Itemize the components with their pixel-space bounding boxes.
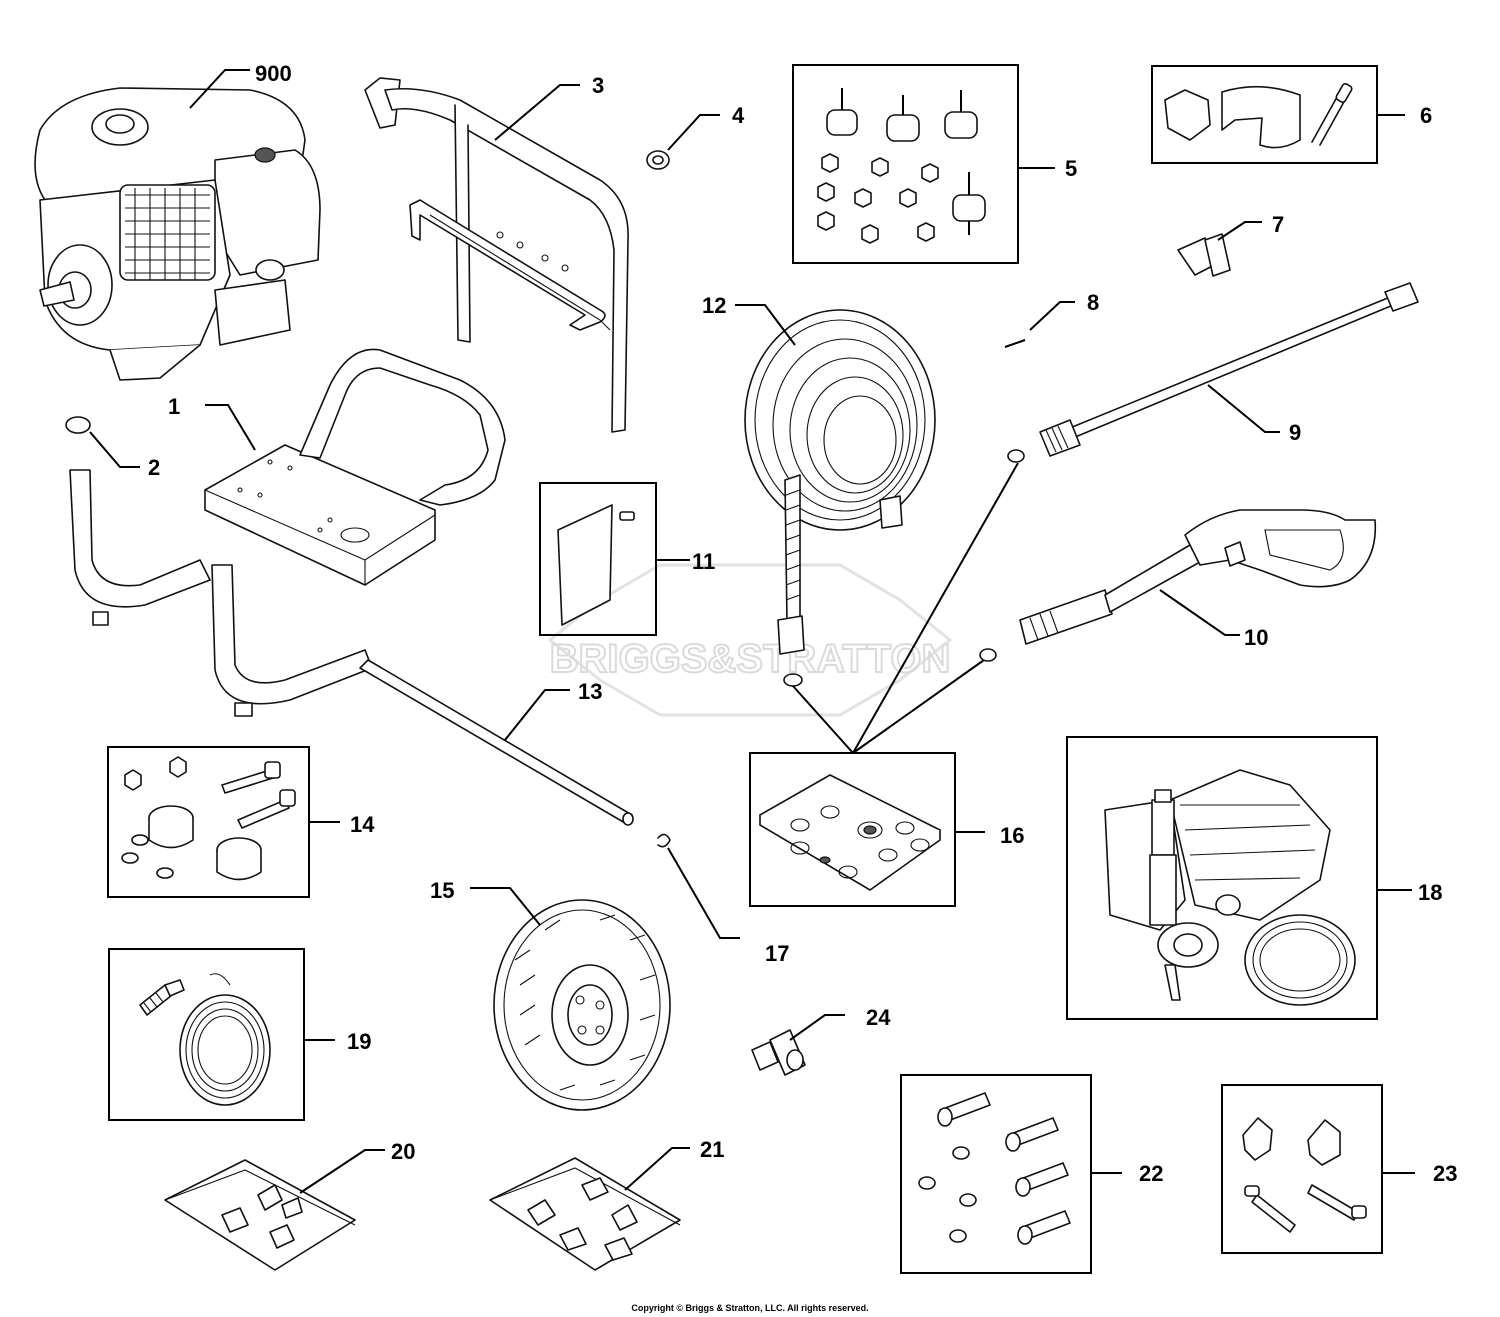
callout-5: 5 <box>1065 156 1077 181</box>
spray-gun-part-10[interactable] <box>979 509 1377 662</box>
grommet-part-4[interactable] <box>646 150 670 170</box>
callout-14: 14 <box>350 812 375 837</box>
decal-kit-part-11[interactable] <box>539 482 657 636</box>
callout-4: 4 <box>732 103 745 128</box>
copyright-notice: Copyright © Briggs & Stratton, LLC. All … <box>631 1303 868 1313</box>
quick-connect-part-24[interactable] <box>751 1029 806 1076</box>
seal-kit-leader-lines <box>792 462 1019 754</box>
callout-17: 17 <box>765 941 789 966</box>
clip-part-17[interactable] <box>657 833 671 848</box>
callout-labels: 900 1 2 3 4 5 6 7 8 9 10 11 12 13 14 15 … <box>148 61 1457 1186</box>
unloader-kit-part-19[interactable] <box>108 948 305 1121</box>
callout-2: 2 <box>148 455 160 480</box>
adapter-part-7[interactable] <box>1177 233 1231 277</box>
callout-10: 10 <box>1244 625 1268 650</box>
knob-kit-part-23[interactable] <box>1221 1084 1383 1254</box>
handle-part-3[interactable] <box>364 77 629 433</box>
callout-24: 24 <box>866 1005 891 1030</box>
seal-kit-part-16[interactable] <box>749 752 956 907</box>
hose-part-12[interactable] <box>744 309 936 687</box>
callout-16: 16 <box>1000 823 1024 848</box>
callout-900: 900 <box>255 61 292 86</box>
pump-part-18[interactable] <box>1066 736 1378 1020</box>
callout-1: 1 <box>168 394 180 419</box>
clamp-kit-part-6[interactable] <box>1151 65 1378 164</box>
cap-part-2[interactable] <box>65 416 91 434</box>
lance-part-9[interactable] <box>1007 282 1419 463</box>
pin-part-8[interactable] <box>1004 339 1026 348</box>
callout-23: 23 <box>1433 1161 1457 1186</box>
base-frame-part-1[interactable] <box>69 348 506 717</box>
callout-12: 12 <box>702 293 726 318</box>
callout-15: 15 <box>430 878 454 903</box>
nozzle-bag-part-21[interactable] <box>489 1157 681 1271</box>
callout-3: 3 <box>592 73 604 98</box>
callout-6: 6 <box>1420 103 1432 128</box>
hardware-kit-part-14[interactable] <box>107 746 310 898</box>
screw-kit-part-22[interactable] <box>900 1074 1092 1274</box>
callout-11: 11 <box>692 549 715 574</box>
callout-13: 13 <box>578 679 602 704</box>
callout-8: 8 <box>1087 290 1099 315</box>
watermark-text: BRIGGS&STRATTON <box>550 637 951 681</box>
callout-19: 19 <box>347 1029 371 1054</box>
isolator-kit-part-5[interactable] <box>792 64 1019 264</box>
brand-watermark: BRIGGS&STRATTON <box>547 563 953 717</box>
callout-9: 9 <box>1289 420 1301 445</box>
callout-22: 22 <box>1139 1161 1163 1186</box>
callout-21: 21 <box>700 1137 724 1162</box>
callout-20: 20 <box>391 1139 415 1164</box>
fitting-bag-part-20[interactable] <box>164 1159 356 1271</box>
engine-part-900[interactable] <box>34 87 321 381</box>
callout-7: 7 <box>1272 212 1284 237</box>
callout-18: 18 <box>1418 880 1442 905</box>
wheel-part-15[interactable] <box>493 899 671 1111</box>
axle-part-13[interactable] <box>359 659 634 826</box>
